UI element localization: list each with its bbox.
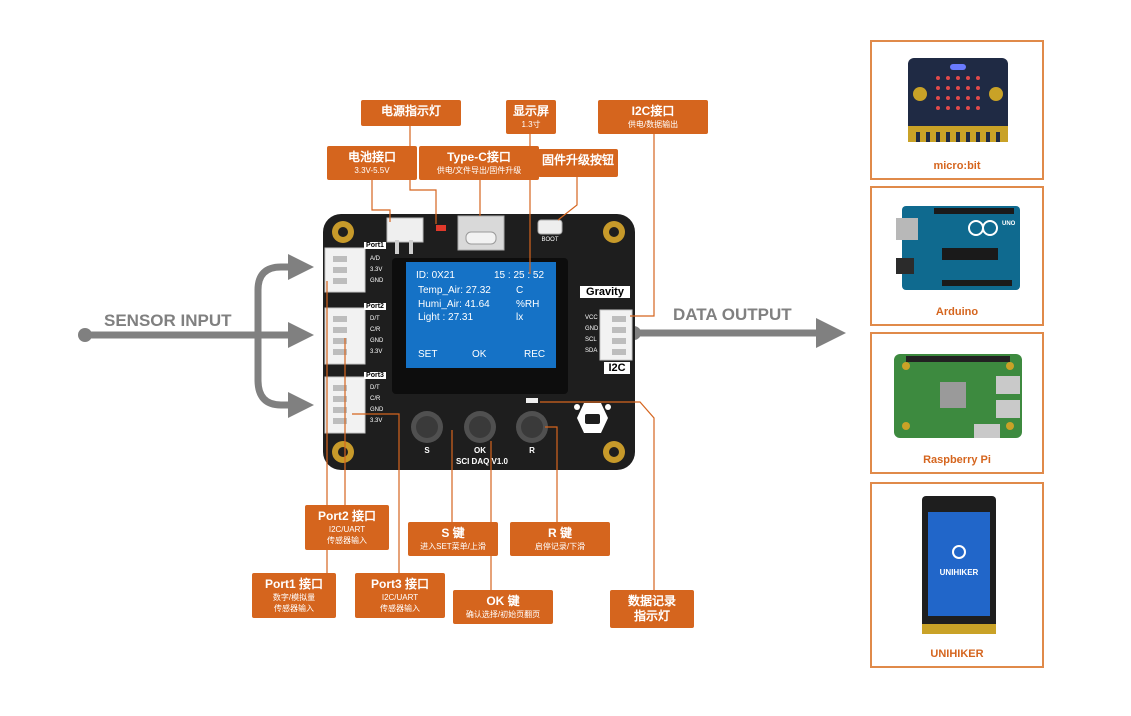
screen-time: 15 : 25 : 52 bbox=[494, 270, 545, 281]
sensor-input-arrows bbox=[78, 254, 314, 418]
screen-menu-rec: REC bbox=[524, 349, 546, 360]
callout-typec: Type-C接口供电/文件导出/固件升级 bbox=[419, 146, 539, 180]
boot-label: BOOT bbox=[541, 237, 559, 243]
i2c-pin: SCL bbox=[585, 337, 597, 343]
typec-connector bbox=[457, 215, 505, 251]
data-output-label: DATA OUTPUT bbox=[673, 305, 792, 324]
daq-board bbox=[323, 214, 635, 470]
port1-pin: GND bbox=[370, 278, 384, 284]
hardware-buttons bbox=[411, 411, 548, 443]
screen-menu-ok: OK bbox=[472, 349, 487, 360]
device-name: micro:bit bbox=[933, 160, 981, 172]
port1-label: Port1 bbox=[364, 242, 386, 249]
screen-unit: %RH bbox=[516, 299, 540, 310]
button-ok-label: OK bbox=[474, 446, 486, 455]
port2-pin: C/R bbox=[370, 327, 381, 333]
screen-id: ID: 0X21 bbox=[416, 270, 455, 281]
button-s-label: S bbox=[424, 446, 430, 455]
device-name: UNIHIKER bbox=[930, 648, 984, 660]
callout-port1: Port1 接口数字/模拟量传感器输入 bbox=[252, 573, 336, 618]
i2c-board-label: I2C bbox=[604, 362, 630, 374]
callout-lines bbox=[326, 123, 655, 590]
port2-pin: GND bbox=[370, 338, 384, 344]
i2c-pin: VCC bbox=[585, 315, 598, 321]
port1-pin: 3.3V bbox=[370, 267, 383, 273]
callout-ok-key: OK 键确认选择/初始页翻页 bbox=[453, 590, 553, 624]
power-led bbox=[436, 225, 446, 231]
port3-label: Port3 bbox=[364, 372, 386, 379]
dfrobot-logo-icon bbox=[574, 403, 611, 433]
device-arduino: UNO Arduino bbox=[870, 186, 1044, 326]
board-name: SCI DAQ V1.0 bbox=[455, 457, 508, 466]
screen-row: Light : 27.31 bbox=[418, 312, 474, 323]
port2-pin: D/T bbox=[370, 316, 380, 322]
callout-r-key: R 键启停记录/下滑 bbox=[510, 522, 610, 556]
mounting-holes bbox=[332, 221, 625, 463]
raspberry-pi-board-icon bbox=[894, 354, 1022, 438]
port2-pin: 3.3V bbox=[370, 349, 383, 355]
i2c-pin: GND bbox=[585, 326, 599, 332]
port3-pin: GND bbox=[370, 407, 384, 413]
callout-s-key: S 键进入SET菜单/上滑 bbox=[408, 522, 498, 556]
port3-pin: 3.3V bbox=[370, 418, 383, 424]
callout-power-led: 电源指示灯 bbox=[361, 100, 461, 126]
device-name: Raspberry Pi bbox=[923, 454, 991, 466]
screen-row: Humi_Air: 41.64 bbox=[418, 299, 490, 310]
button-r-label: R bbox=[529, 446, 535, 455]
device-raspberry-pi: Raspberry Pi bbox=[870, 332, 1044, 474]
device-name: Arduino bbox=[935, 306, 979, 318]
i2c-pin: SDA bbox=[585, 348, 598, 354]
display-screen bbox=[406, 262, 556, 368]
unihiker-screen-text: UNIHIKER bbox=[939, 568, 979, 577]
record-led bbox=[526, 398, 538, 403]
boot-button bbox=[537, 219, 563, 235]
callout-i2c: I2C接口供电/数据输出 bbox=[598, 100, 708, 134]
unihiker-board-icon bbox=[922, 496, 996, 634]
callout-rec-led: 数据记录指示灯 bbox=[610, 590, 694, 628]
screen-menu-set: SET bbox=[418, 349, 438, 360]
port3-pin: D/T bbox=[370, 385, 380, 391]
device-unihiker: UNIHIKER UNIHIKER bbox=[870, 482, 1044, 668]
callout-firmware: 固件升级按钮 bbox=[538, 149, 618, 177]
port2-label: Port2 bbox=[364, 303, 386, 310]
screen-unit: C bbox=[516, 285, 524, 296]
screen-unit: lx bbox=[516, 312, 524, 323]
sensor-input-label: SENSOR INPUT bbox=[104, 311, 232, 330]
battery-connector bbox=[386, 217, 424, 254]
microbit-board-icon bbox=[908, 58, 1008, 142]
port1-pin: A/D bbox=[370, 256, 381, 262]
device-microbit: micro:bit bbox=[870, 40, 1044, 180]
arduino-uno-badge: UNO bbox=[1002, 221, 1016, 227]
gravity-label: Gravity bbox=[580, 286, 630, 298]
arduino-board-icon bbox=[896, 206, 1020, 290]
port3-pin: C/R bbox=[370, 396, 381, 402]
screen-row: Temp_Air: 27.32 bbox=[418, 285, 491, 296]
